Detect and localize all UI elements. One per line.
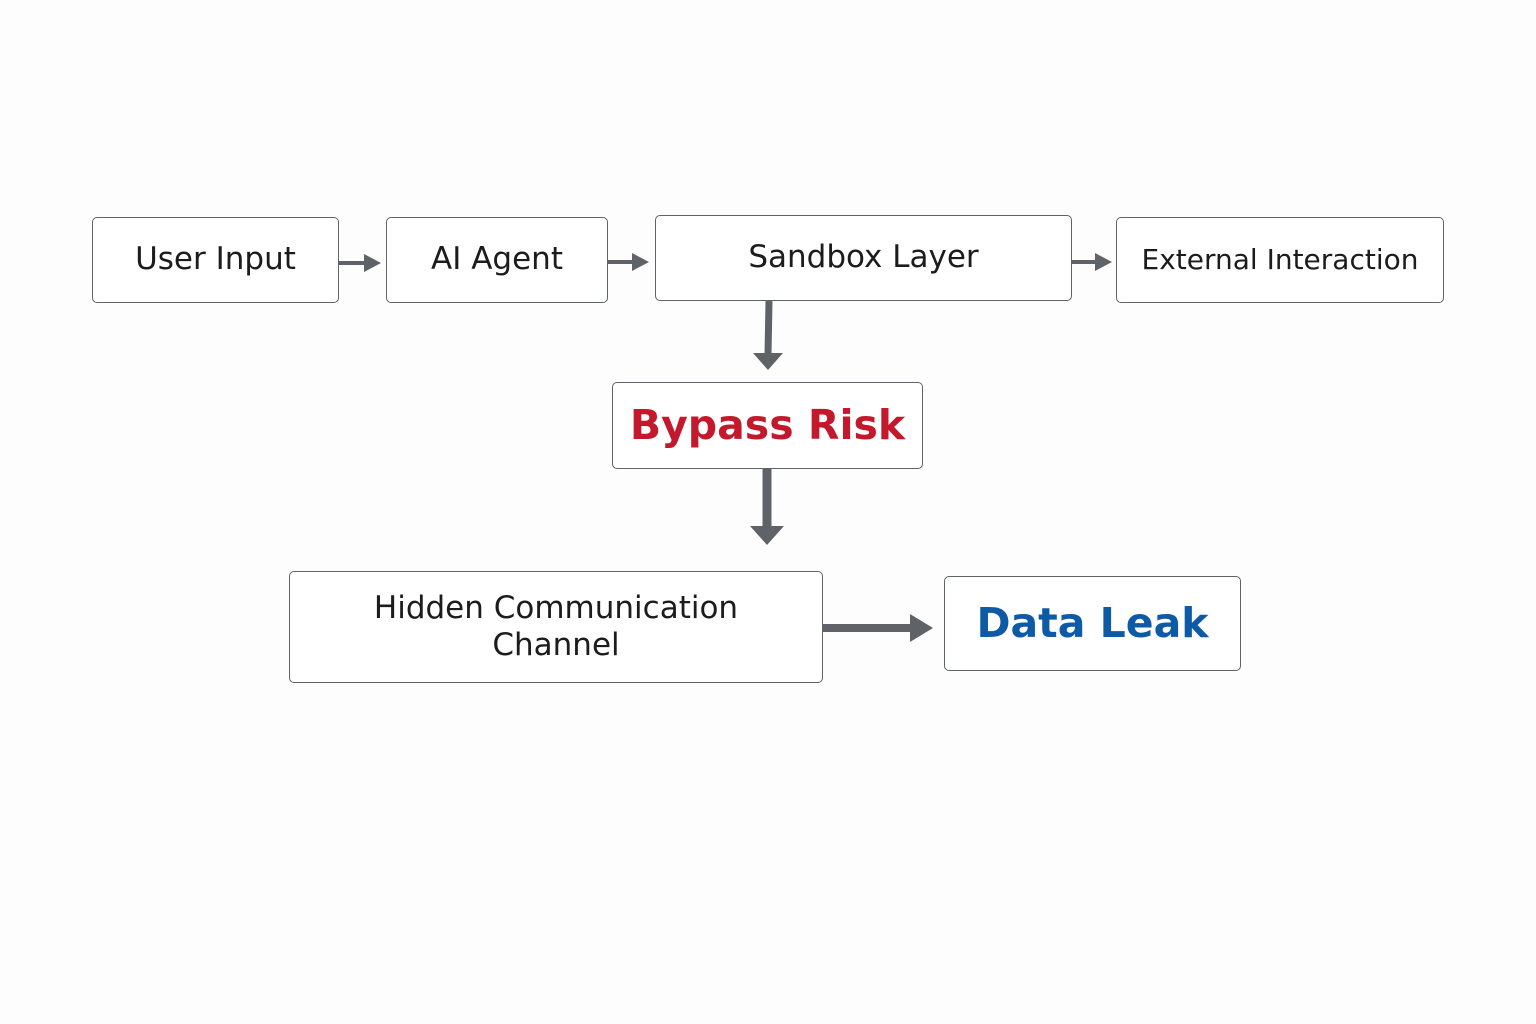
node-external-interaction-label: External Interaction	[1141, 243, 1419, 277]
node-user-input-label: User Input	[135, 241, 296, 278]
edge-hidden-channel-to-data-leak	[823, 614, 933, 642]
node-ai-agent: AI Agent	[386, 217, 608, 303]
node-bypass-risk: Bypass Risk	[612, 382, 923, 469]
edge-bypass-risk-to-hidden-channel	[750, 469, 784, 545]
node-data-leak-label: Data Leak	[976, 598, 1209, 647]
node-bypass-risk-label: Bypass Risk	[629, 400, 906, 449]
node-data-leak: Data Leak	[944, 576, 1241, 671]
node-sandbox-layer: Sandbox Layer	[655, 215, 1072, 301]
node-hidden-communication-channel-label: Hidden Communication Channel	[373, 589, 739, 663]
node-user-input: User Input	[92, 217, 339, 303]
node-ai-agent-label: AI Agent	[431, 241, 563, 278]
edge-sandbox-layer-to-external-interaction	[1072, 253, 1112, 271]
node-sandbox-layer-label: Sandbox Layer	[748, 239, 979, 276]
edge-sandbox-layer-to-bypass-risk	[753, 300, 783, 370]
node-hidden-communication-channel: Hidden Communication Channel	[289, 571, 823, 683]
node-external-interaction: External Interaction	[1116, 217, 1444, 303]
edge-user-input-to-ai-agent	[339, 254, 381, 272]
edge-ai-agent-to-sandbox-layer	[608, 253, 649, 271]
